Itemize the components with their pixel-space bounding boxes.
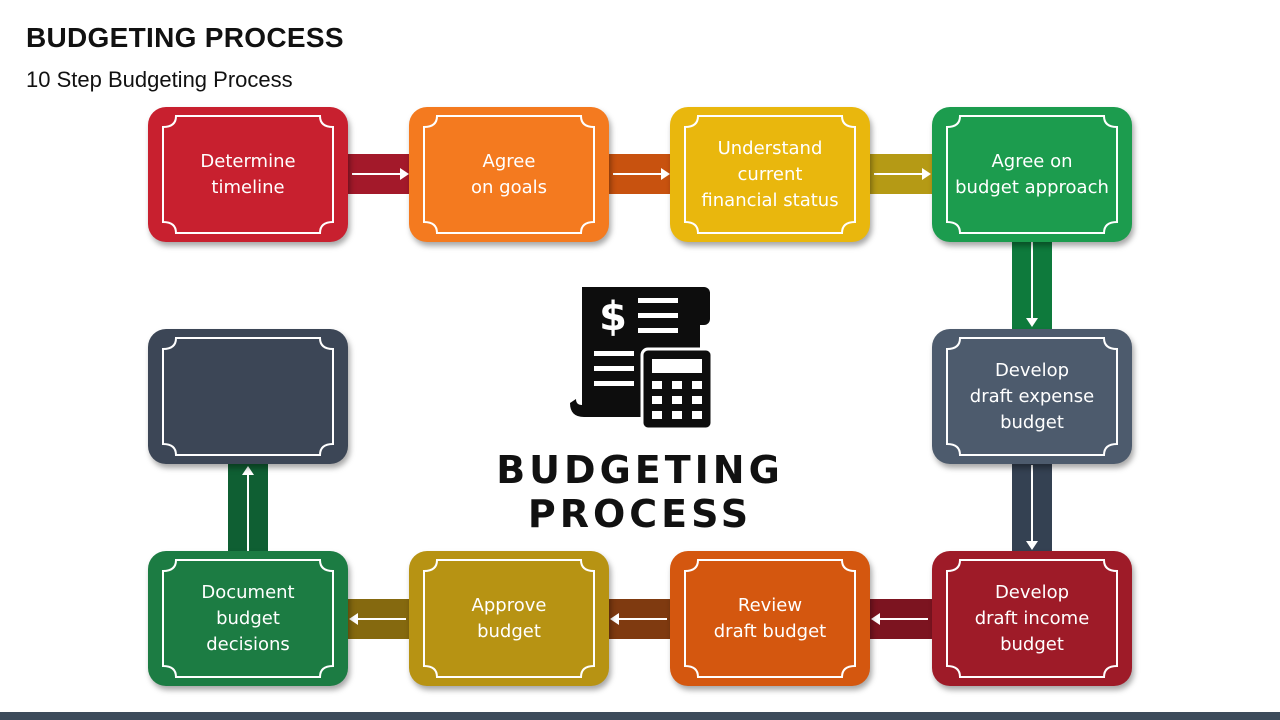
step-8-box: Approve budget [409, 551, 609, 686]
step-label [160, 329, 336, 464]
step-1-box: Determine timeline [148, 107, 348, 242]
connector-arrow-3 [868, 154, 934, 194]
step-frame [162, 115, 334, 234]
step-frame [162, 337, 334, 456]
step-10-box [148, 329, 348, 464]
step-frame [946, 337, 1118, 456]
connector-arrow-8 [346, 599, 412, 639]
connector-arrow-5 [1012, 461, 1052, 555]
connector-arrow-7 [607, 599, 673, 639]
step-label: Agree on goals [471, 150, 547, 198]
step-5-box: Develop draft expense budget [932, 329, 1132, 464]
step-label: Review draft budget [713, 594, 827, 642]
connector-arrow-1 [346, 154, 412, 194]
step-2-box: Agree on goals [409, 107, 609, 242]
step-7-box: Review draft budget [670, 551, 870, 686]
center-title: BUDGETING PROCESS [496, 448, 784, 536]
step-label: Develop draft income budget [974, 581, 1090, 655]
step-9-box: Document budget decisions [148, 551, 348, 686]
step-label: Document budget decisions [201, 581, 295, 655]
step-3-box: Understand current financial status [670, 107, 870, 242]
connector-arrow-2 [607, 154, 673, 194]
step-6-box: Develop draft income budget [932, 551, 1132, 686]
receipt-calculator-icon: $ [566, 283, 716, 431]
step-label: Approve budget [471, 594, 547, 642]
step-frame [684, 559, 856, 678]
step-frame [946, 559, 1118, 678]
svg-text:$: $ [599, 294, 627, 340]
footer-bar [0, 712, 1280, 720]
slide-subtitle: 10 Step Budgeting Process [26, 67, 293, 92]
step-label: Determine timeline [200, 150, 296, 198]
step-label: Agree on budget approach [955, 150, 1109, 198]
connector-arrow-6 [868, 599, 934, 639]
step-frame [946, 115, 1118, 234]
step-frame [162, 559, 334, 678]
step-frame [423, 115, 595, 234]
step-label: Understand current financial status [701, 137, 839, 211]
connector-arrow-4 [1012, 238, 1052, 332]
step-frame [423, 559, 595, 678]
connector-arrow-9 [228, 461, 268, 555]
slide-title: BUDGETING PROCESS [26, 22, 344, 53]
step-4-box: Agree on budget approach [932, 107, 1132, 242]
step-frame [684, 115, 856, 234]
step-label: Develop draft expense budget [969, 359, 1095, 433]
